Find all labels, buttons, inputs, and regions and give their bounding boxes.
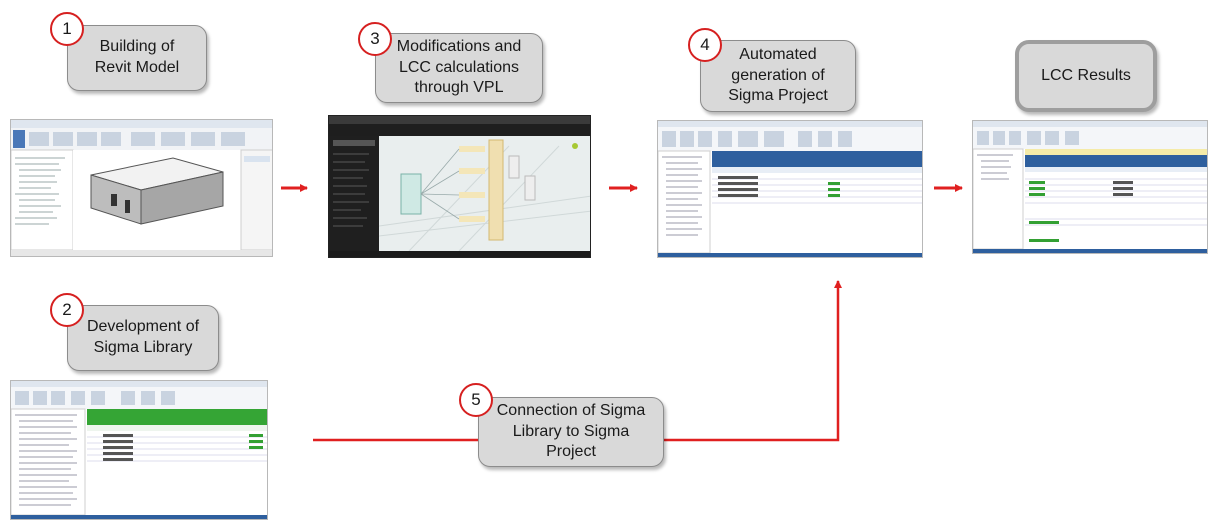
vpl-screenshot <box>328 115 591 258</box>
step-3-badge: 3 <box>358 22 392 56</box>
lcc-results-label: LCC Results <box>1015 40 1157 112</box>
step-1-text: Building of Revit Model <box>94 38 180 76</box>
sigma-project-screenshot <box>657 120 923 258</box>
results-thumbnail <box>973 121 1207 253</box>
step-2-label: Development of Sigma Library <box>67 305 219 371</box>
lcc-results-screenshot <box>972 120 1208 254</box>
step-1-badge: 1 <box>50 12 84 46</box>
step-3-text: Modifications and LCC calculations throu… <box>396 37 522 97</box>
step-2-text: Development of Sigma Library <box>86 318 200 356</box>
lcc-results-text: LCC Results <box>1041 66 1131 84</box>
step-5-text: Connection of Sigma Library to Sigma Pro… <box>496 401 646 461</box>
sigma-library-thumbnail <box>11 381 267 519</box>
step-3-label: Modifications and LCC calculations throu… <box>375 33 543 103</box>
step-4-text: Automated generation of Sigma Project <box>728 45 828 105</box>
sigma-library-screenshot <box>10 380 268 520</box>
revit-model-screenshot <box>10 119 273 257</box>
step-4-label: Automated generation of Sigma Project <box>700 40 856 112</box>
sigma-project-thumbnail <box>658 121 922 257</box>
step-5-label: Connection of Sigma Library to Sigma Pro… <box>478 397 664 467</box>
revit-thumbnail <box>11 120 272 256</box>
step-4-badge: 4 <box>688 28 722 62</box>
step-5-badge: 5 <box>459 383 493 417</box>
step-2-badge: 2 <box>50 293 84 327</box>
vpl-thumbnail <box>329 116 590 257</box>
step-1-label: Building of Revit Model <box>67 25 207 91</box>
